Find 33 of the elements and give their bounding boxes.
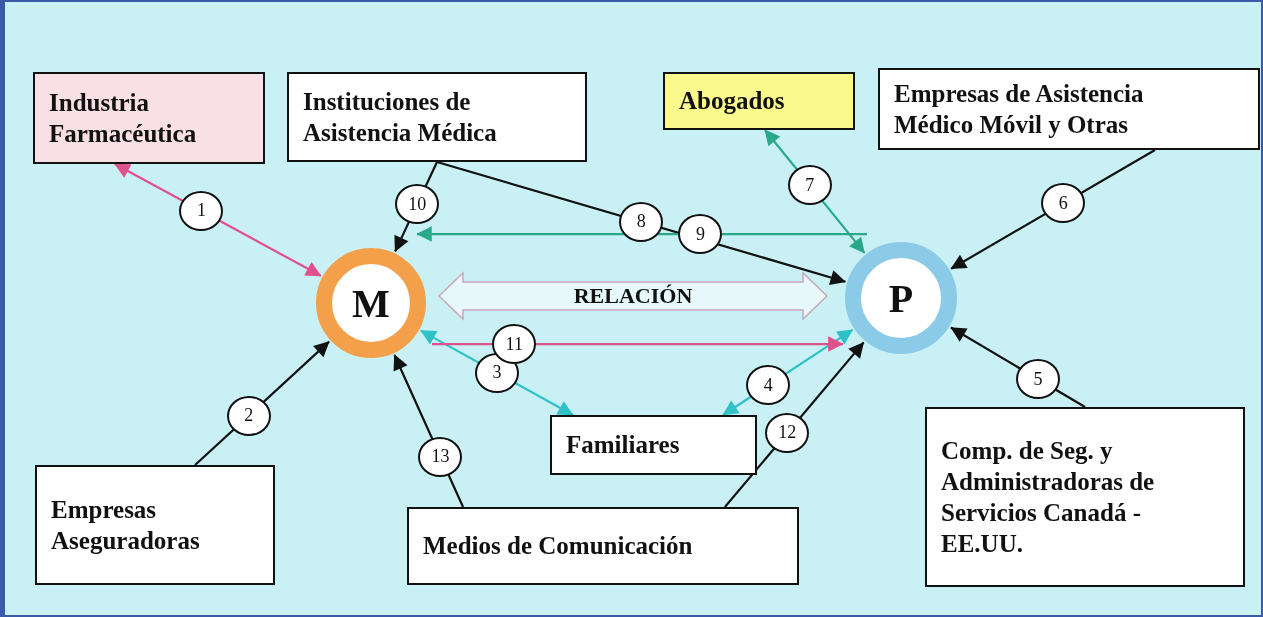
ring-circle <box>316 248 426 358</box>
text-box <box>287 72 587 162</box>
edge-label: 13 <box>418 436 463 477</box>
edge-label: 8 <box>619 201 664 242</box>
text-box <box>663 72 855 130</box>
node-text: RELACIÓN <box>573 283 693 309</box>
edge-label: 2 <box>226 395 271 436</box>
edge-label: 6 <box>1041 183 1086 224</box>
edge-label: 12 <box>765 412 810 453</box>
node-text: Medios de Comunicación <box>423 531 693 562</box>
edge-label: 5 <box>1016 359 1061 400</box>
node-text: Empresas Aseguradoras <box>51 494 201 556</box>
edge-label: 9 <box>678 214 723 255</box>
text-box <box>407 507 799 585</box>
node-text: Empresas de Asistencia Médico Móvil y Otras <box>894 78 1145 140</box>
node-text: Industria Farmacéutica <box>49 87 198 149</box>
node-text: P <box>888 274 914 322</box>
text-box <box>33 72 265 164</box>
edge-label: 4 <box>746 365 791 406</box>
text-box <box>925 407 1245 587</box>
arrow <box>432 336 844 352</box>
node-text: Abogados <box>679 86 785 117</box>
text-box <box>550 415 757 475</box>
text-box <box>35 465 275 585</box>
text-box <box>878 68 1260 150</box>
edge-label: 10 <box>395 184 440 224</box>
edge-label: 7 <box>787 165 832 206</box>
node-text: Familiares <box>566 430 680 461</box>
node-text: Comp. de Seg. y Administradoras de Servicios Canadá - EE.UU. <box>941 435 1156 560</box>
node-text: M <box>352 279 390 327</box>
edge-label: 11 <box>492 324 537 364</box>
node-text: Instituciones de Asistencia Médica <box>303 86 498 148</box>
edge-label: 1 <box>179 190 224 231</box>
